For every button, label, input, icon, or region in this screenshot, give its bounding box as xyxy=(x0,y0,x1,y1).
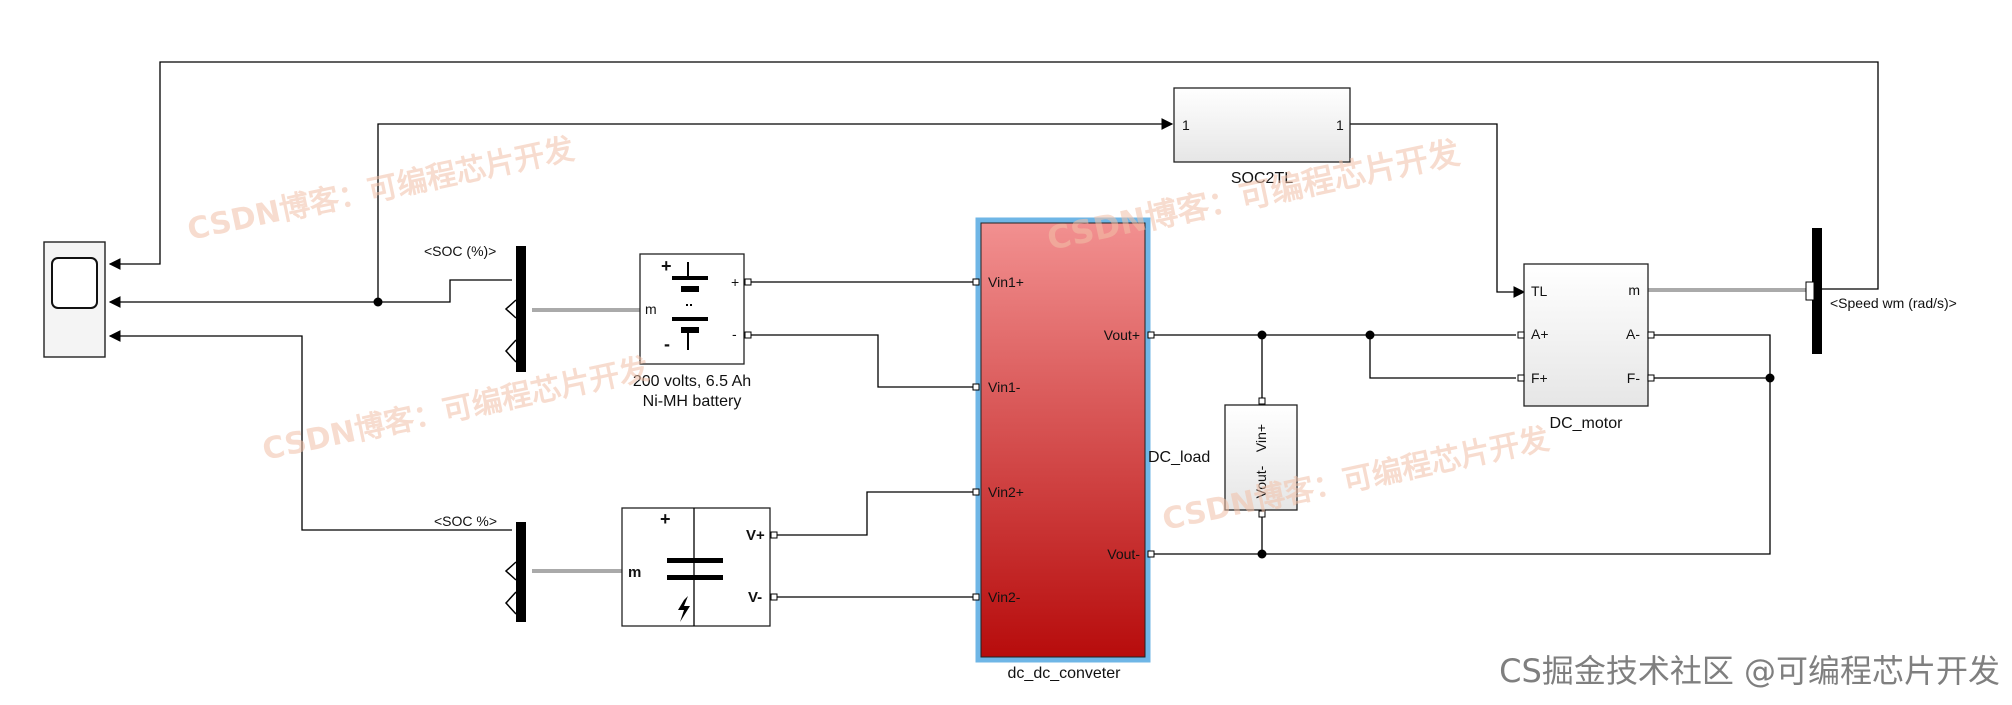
bus-selector-supercap[interactable] xyxy=(504,522,526,622)
motor-port-fminus: F- xyxy=(1627,370,1641,386)
converter-port-vin1minus: Vin1- xyxy=(988,379,1021,395)
supercap-block[interactable]: + m V+ V- xyxy=(621,507,778,627)
converter-name: dc_dc_conveter xyxy=(1008,665,1122,682)
converter-port-voutminus: Vout- xyxy=(1107,546,1140,562)
motor-port-tl: TL xyxy=(1531,283,1548,299)
watermark-3: CSDN博客：可编程芯片开发 xyxy=(259,352,652,468)
supercap-port-vminus: V- xyxy=(748,589,762,606)
load-port-top: Vin+ xyxy=(1253,424,1269,452)
watermark-4: CSDN博客：可编程芯片开发 xyxy=(1159,422,1552,538)
wire-soc-to-soc2tl[interactable] xyxy=(377,118,1174,302)
motor-port-m: m xyxy=(1628,282,1640,298)
soc2tl-out-port: 1 xyxy=(1336,117,1344,133)
wire-soc-battery-to-scope[interactable] xyxy=(108,279,512,308)
converter-block[interactable]: Vin1+ Vin1- Vin2+ Vin2- Vout+ Vout- dc_d… xyxy=(972,217,1155,682)
converter-port-vin2minus: Vin2- xyxy=(988,589,1021,605)
motor-block[interactable]: TL A+ F+ m A- F- DC_motor xyxy=(1517,263,1655,432)
soc2tl-in-port: 1 xyxy=(1182,117,1190,133)
supercap-port-m: m xyxy=(628,564,641,581)
battery-name-line2: Ni-MH battery xyxy=(643,393,742,410)
converter-port-vin1plus: Vin1+ xyxy=(988,274,1024,290)
corner-watermark: CS​掘金技术社区 @可编程芯片开发 xyxy=(1499,652,2000,690)
battery-sym-minus: - xyxy=(664,334,670,354)
motor-name: DC_motor xyxy=(1550,415,1624,432)
supercap-sym-plus: + xyxy=(660,509,671,529)
motor-port-aplus: A+ xyxy=(1531,326,1549,342)
converter-port-voutplus: Vout+ xyxy=(1104,327,1140,343)
signal-speed: <Speed wm (rad/s)> xyxy=(1830,295,1957,311)
converter-port-vin2plus: Vin2+ xyxy=(988,484,1024,500)
wire-supercap-plus[interactable] xyxy=(774,491,978,536)
motor-port-fplus: F+ xyxy=(1531,370,1548,386)
battery-port-plus: + xyxy=(731,274,739,290)
wire-vout-minus[interactable] xyxy=(1153,334,1771,555)
battery-port-minus: - xyxy=(732,326,737,342)
soc2tl-name: SOC2TL xyxy=(1231,170,1293,187)
battery-port-m: m xyxy=(645,301,657,317)
wire-battery-minus[interactable] xyxy=(749,334,978,388)
wire-soc-supercap-to-scope[interactable] xyxy=(108,330,512,531)
supercap-port-vplus: V+ xyxy=(746,527,765,544)
watermark-1: CSDN博客：可编程芯片开发 xyxy=(184,132,577,248)
battery-sym-plus: + xyxy=(661,256,672,276)
signal-soc-battery: <SOC (%)> xyxy=(424,243,496,259)
wires xyxy=(108,61,1879,598)
scope-block[interactable] xyxy=(43,241,106,358)
wire-soc2tl-to-motor[interactable] xyxy=(1350,123,1526,298)
load-port-bottom: Vout- xyxy=(1253,465,1269,498)
battery-block[interactable]: + - m + - 200 volts, 6.5 Ah Ni-MH batter… xyxy=(633,253,752,410)
signal-soc-supercap: <SOC %> xyxy=(434,513,497,529)
wire-speed-to-scope[interactable] xyxy=(108,61,1879,290)
bus-selector-speed[interactable] xyxy=(1805,228,1822,354)
motor-port-aminus: A- xyxy=(1626,326,1640,342)
soc2tl-block[interactable]: 1 1 SOC2TL xyxy=(1173,87,1351,187)
load-name: DC_load xyxy=(1148,449,1210,466)
bus-selector-battery[interactable] xyxy=(504,246,526,372)
load-block[interactable]: Vin+ Vout- DC_load xyxy=(1148,397,1298,518)
junctions xyxy=(373,297,1775,559)
battery-name-line1: 200 volts, 6.5 Ah xyxy=(633,373,751,390)
